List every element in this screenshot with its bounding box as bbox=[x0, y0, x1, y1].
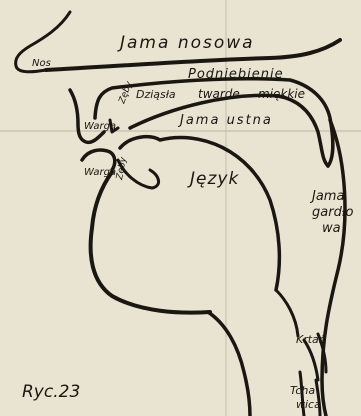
label-pharynx-1: Jama bbox=[309, 189, 344, 204]
label-upper-teeth: Zęby bbox=[117, 80, 135, 106]
label-oral-cavity: Jama ustna bbox=[177, 113, 273, 128]
label-lower-lip: Warga bbox=[84, 167, 116, 178]
label-larynx: Krtań bbox=[296, 333, 326, 346]
chin-jaw-line bbox=[91, 172, 210, 313]
label-nose: Nos bbox=[32, 58, 51, 69]
label-trachea-1: Tcha bbox=[290, 384, 315, 397]
tongue-contour bbox=[120, 137, 279, 290]
label-palate: Podniebienie bbox=[188, 67, 284, 82]
label-gums: Dziąsła bbox=[136, 88, 176, 101]
figure-caption: Ryc.23 bbox=[22, 382, 80, 402]
label-soft-palate: miękkie bbox=[258, 87, 305, 101]
label-hard-palate: twarde bbox=[198, 87, 240, 101]
label-tongue: Język bbox=[187, 169, 239, 189]
label-trachea-2: wica bbox=[296, 398, 321, 411]
label-pharynx-3: wa bbox=[322, 221, 341, 236]
label-nasal-cavity: Jama nosowa bbox=[117, 33, 255, 53]
label-upper-lip: Warga bbox=[84, 121, 116, 132]
neck-front-line bbox=[208, 312, 250, 416]
label-pharynx-2: gardło bbox=[312, 205, 354, 220]
